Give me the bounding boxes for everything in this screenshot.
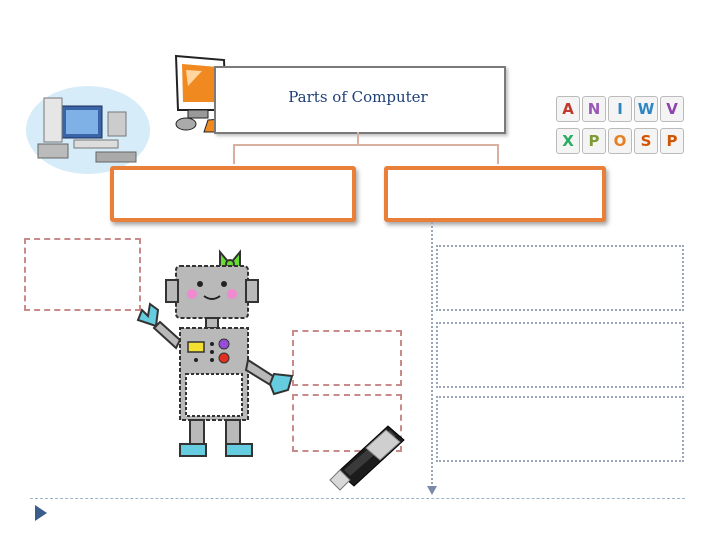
hardware-box (110, 166, 356, 222)
office-app-icon: O (608, 128, 632, 154)
title-box (214, 66, 506, 134)
office-app-icon: A (556, 96, 580, 122)
software-item-box (436, 245, 684, 311)
connector-bar (233, 144, 499, 164)
computer-desk-icon (26, 86, 150, 174)
office-app-icon: N (582, 96, 606, 122)
robot-illustration (136, 249, 294, 457)
arrow-down-icon (427, 486, 437, 495)
office-app-icon: S (634, 128, 658, 154)
office-app-icon: V (660, 96, 684, 122)
office-app-icon: W (634, 96, 658, 122)
office-app-icon: P (582, 128, 606, 154)
page-title: Parts of Computer (288, 88, 428, 106)
hardware-item-box (292, 330, 402, 386)
office-app-icon: X (556, 128, 580, 154)
software-item-box (436, 322, 684, 388)
usb-flash-drive-icon (329, 425, 405, 491)
software-connector-line (431, 222, 433, 488)
software-box (384, 166, 606, 222)
footer-divider (30, 498, 685, 499)
software-item-box (436, 396, 684, 462)
office-app-icon: I (608, 96, 632, 122)
hardware-item-box (292, 394, 402, 452)
connector-stem (357, 132, 359, 144)
hardware-item-box (24, 238, 141, 311)
office-app-icon: P (660, 128, 684, 154)
triangle-right-icon[interactable] (34, 504, 48, 522)
